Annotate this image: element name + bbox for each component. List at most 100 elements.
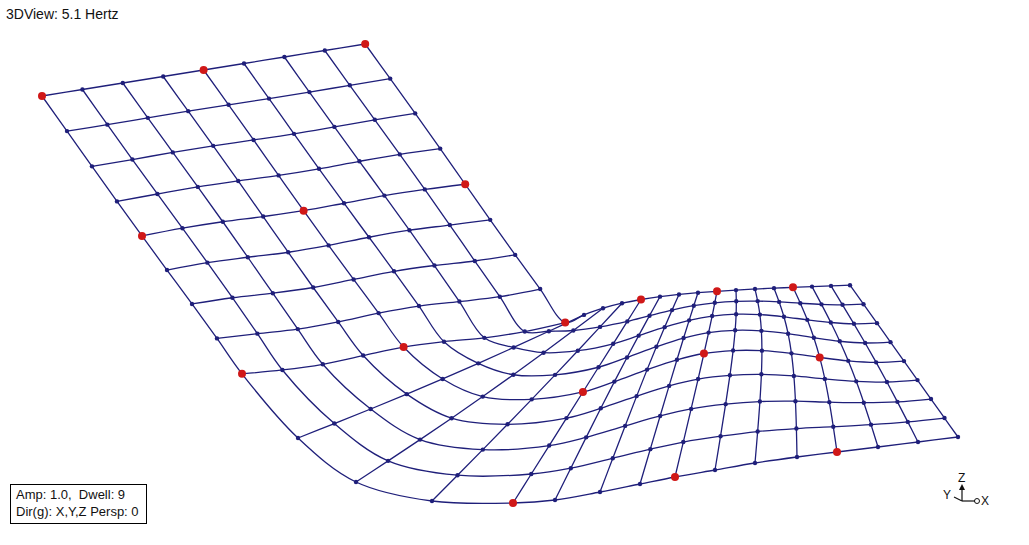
mesh-point [481,394,485,398]
mesh-point [794,426,798,430]
mesh-point [846,359,850,363]
mesh-point [267,96,271,100]
reference-point [561,319,569,327]
mesh-point [376,311,380,315]
axis-label: X [981,495,989,508]
mesh-point [819,302,823,306]
mesh-point [772,286,776,290]
mesh-point [155,192,159,196]
mesh-point [916,440,920,444]
mesh-point [569,466,573,470]
mesh-point [623,424,627,428]
reference-point [400,343,408,351]
mesh-point [670,308,674,312]
mesh-line [217,289,540,338]
mesh-point [529,472,533,476]
mesh-point [481,447,485,451]
mesh-line [640,293,698,484]
mesh-point [795,455,799,459]
mesh-point [368,407,372,411]
mesh-point [647,313,651,317]
mesh-point [146,116,150,120]
mesh-point [696,377,700,381]
mesh-point [888,340,892,344]
mesh-point [838,339,842,343]
mesh-point [476,361,480,365]
info-line: Amp: 1.0, Dwell: 9 [16,486,141,503]
reference-point [700,349,708,357]
mesh-point [511,345,515,349]
mesh-point [90,164,94,168]
mesh-point [596,365,600,369]
reference-point [789,283,797,291]
mesh-point [915,378,919,382]
mesh-line [850,285,958,437]
mesh-point [398,152,402,156]
info-box: Amp: 1.0, Dwell: 9Dir(g): X,Y,Z Persp: 0 [10,484,147,524]
y-axis [954,497,962,501]
mesh-point [827,400,831,404]
mesh-point [280,368,284,372]
mesh-point [681,336,685,340]
reference-point [509,499,517,507]
mesh-point [792,374,796,378]
mesh-point [710,314,714,318]
mesh-point [759,372,763,376]
view-title: 3DView: 5.1 Hertz [6,6,119,22]
mesh-point [956,435,960,439]
mesh-point [488,218,492,222]
mesh-point [286,250,290,254]
mesh-point [734,299,738,303]
mesh-lines [42,44,958,504]
mesh-point [852,322,856,326]
mesh-point [758,312,762,316]
mesh-point [354,480,358,484]
mesh-point [513,253,517,257]
mesh-line [242,323,565,374]
reference-point [833,448,841,456]
mesh-point [584,435,588,439]
mesh-point [205,260,209,264]
mesh-line [244,64,891,377]
mesh-point [862,400,866,404]
reference-point [579,388,587,396]
mesh-line [793,287,837,452]
reference-point [637,296,645,304]
mesh-point [829,320,833,324]
reference-point [200,66,208,74]
reference-point [138,232,146,240]
mesh-line [42,96,958,504]
mesh-point [840,303,844,307]
mesh-line [715,290,736,470]
mesh-point [863,341,867,345]
info-line: Dir(g): X,Y,Z Persp: 0 [16,503,141,520]
mesh-point [511,373,515,377]
mesh-point [432,263,436,267]
mesh-dots [38,40,960,507]
mesh-point [242,61,246,65]
mesh-point [438,146,442,150]
mesh-point [440,377,444,381]
mesh-point [296,327,300,331]
mesh-point [323,48,327,52]
mesh-line [774,288,797,457]
mesh-line [284,57,877,353]
mesh-point [180,226,184,230]
mesh-point [430,499,434,503]
mesh-point [755,299,759,303]
mesh-point [271,291,275,295]
mesh-point [449,416,453,420]
mesh-point [902,359,906,363]
mesh-point [734,312,738,316]
mesh-point [625,355,629,359]
mesh-point [361,353,365,357]
mesh-point [311,285,315,289]
mesh-point [282,55,286,59]
mesh-point [326,243,330,247]
mesh-point [547,329,551,333]
mesh-point [348,83,352,87]
mesh-point [405,392,409,396]
mesh-point [906,420,910,424]
mesh-line [204,70,904,400]
mesh-point [261,214,265,218]
